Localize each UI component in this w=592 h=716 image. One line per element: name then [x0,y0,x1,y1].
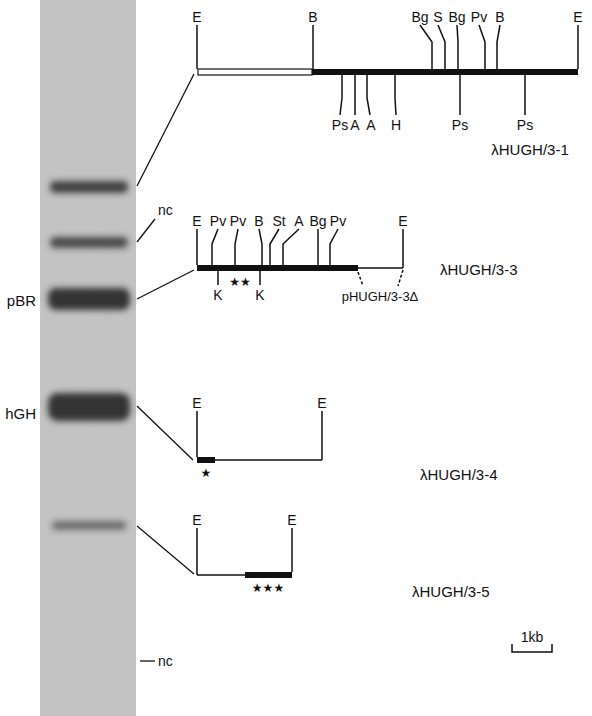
site-label: Ps [452,118,468,132]
site-label: Pv [230,214,246,228]
site-label: Pv [210,214,226,228]
site-label: E [192,214,201,228]
band-label: pBR [7,293,36,308]
site-label: E [192,396,201,410]
site-label: K [213,288,222,302]
site-label: E [192,513,201,527]
map-3-3 [197,229,403,286]
site-label: Bg [448,10,465,24]
leader-lines [137,74,194,661]
band-label: nc [158,203,173,217]
site-label: St [272,214,285,228]
site-label: Ps [517,118,533,132]
clone-name: λHUGH/3-5 [412,584,490,599]
scale-bar [512,644,552,652]
site-label: K [255,288,264,302]
site-label: E [287,513,296,527]
site-label: E [398,214,407,228]
site-label: A [294,214,303,228]
site-label: Ps [332,118,348,132]
site-label: E [317,396,326,410]
site-label: B [254,214,263,228]
clone-name: λHUGH/3-3 [440,262,518,277]
star-mark: ★ [201,467,212,479]
star-mark: ★★★ [252,582,284,594]
site-label: B [308,10,317,24]
site-label: Bg [411,10,428,24]
scale-label: 1kb [521,630,544,644]
site-label: E [573,10,582,24]
star-mark: ★★ [229,276,251,288]
site-label: Bg [309,214,326,228]
site-label: S [433,10,442,24]
subclone-name: pHUGH/3-3Δ [342,290,419,303]
site-label: E [192,10,201,24]
site-label: H [391,118,401,132]
map-3-5 [197,528,292,578]
clone-name: λHUGH/3-4 [420,467,498,482]
gel-lane [40,0,136,716]
band-label: nc [158,654,173,668]
site-label: A [350,118,359,132]
site-label: B [495,10,504,24]
map-3-4 [197,411,322,463]
map-3-1 [197,25,578,115]
band-label: hGH [5,406,36,421]
clone-name: λHUGH/3-1 [491,142,569,157]
site-label: Pv [330,214,346,228]
site-label: Pv [471,10,487,24]
site-label: A [366,118,375,132]
